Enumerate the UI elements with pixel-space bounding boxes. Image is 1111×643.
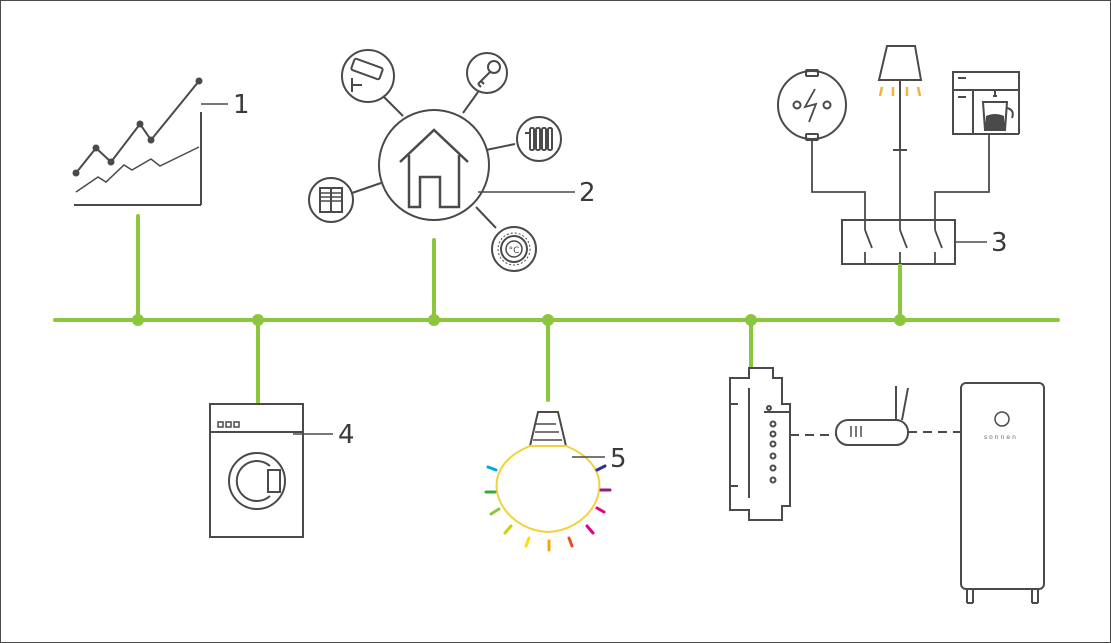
coffee-machine-icon xyxy=(952,71,1020,135)
bus-node xyxy=(894,314,906,326)
bus-node xyxy=(542,314,554,326)
svg-text:°C: °C xyxy=(509,246,520,256)
callout-label-2: 2 xyxy=(579,178,596,208)
blinds-icon xyxy=(308,177,354,223)
callout-label-3: 3 xyxy=(991,228,1008,258)
key-icon xyxy=(466,52,508,94)
light-bulb-icon xyxy=(484,411,612,552)
battery-storage-icon xyxy=(960,382,1045,604)
power-socket-icon xyxy=(777,69,847,141)
callout-label-4: 4 xyxy=(338,420,355,450)
bus-nodes xyxy=(132,314,906,326)
bus-node xyxy=(252,314,264,326)
bus-node xyxy=(132,314,144,326)
house-icon-circle xyxy=(378,109,490,221)
bus-node xyxy=(428,314,440,326)
callout-label-1: 1 xyxy=(233,90,250,120)
router-icon xyxy=(835,386,961,446)
home-hub: °C xyxy=(308,49,575,272)
light-rays xyxy=(484,464,612,552)
switched-loads xyxy=(777,45,1020,284)
thermostat-icon: °C xyxy=(491,226,537,272)
security-camera-icon xyxy=(341,49,395,103)
callout-label-5: 5 xyxy=(610,444,627,474)
washing-machine-icon xyxy=(209,403,333,538)
floor-lamp-icon xyxy=(877,45,923,151)
battery-brand-logo: sonnen xyxy=(984,434,1018,441)
bus-node xyxy=(745,314,757,326)
radiator-icon xyxy=(516,116,562,162)
din-rail-controller-icon xyxy=(729,367,836,521)
switch-relay-icon xyxy=(841,219,956,284)
house-icon xyxy=(399,128,469,209)
line-chart-icon xyxy=(72,77,228,206)
bus xyxy=(53,214,1060,404)
